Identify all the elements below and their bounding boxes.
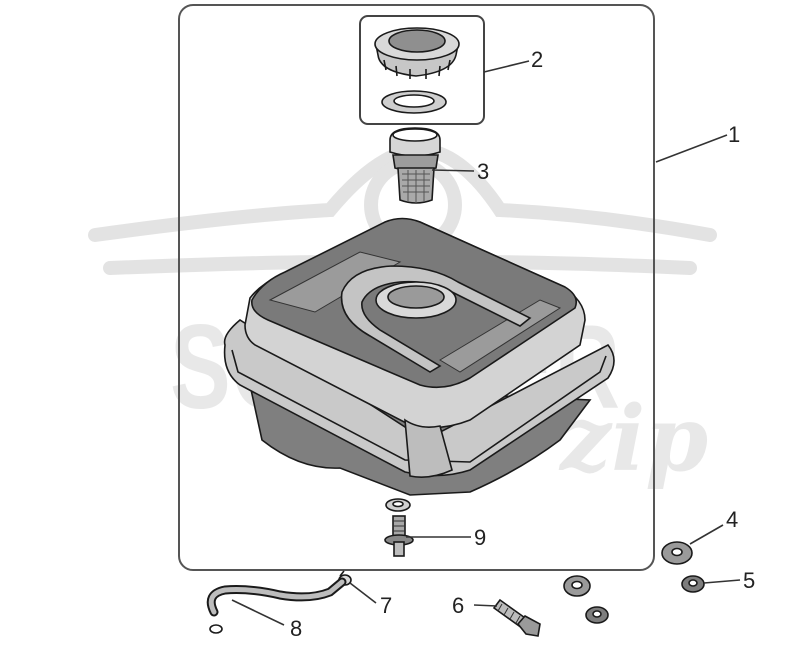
callout-5: 5 [743,568,755,593]
leader-lines [231,60,741,626]
callout-3: 3 [477,159,489,184]
callout-9: 9 [474,525,486,550]
callout-8: 8 [290,616,302,641]
leader-7 [349,582,377,604]
fuel-cap [374,27,460,79]
callout-4: 4 [726,507,738,532]
washer [661,541,693,565]
leader-5 [703,579,741,584]
leader-1 [655,134,728,163]
fuel-cock [384,515,414,557]
fuel-tank [223,217,615,496]
nut [681,575,705,593]
callout-1: 1 [728,122,740,147]
cap-gasket [381,90,447,114]
leader-2 [483,60,530,73]
leader-6 [473,604,498,607]
fuel-hose [206,577,347,634]
washer-lower [563,575,591,597]
assembly-frame [178,4,655,571]
leader-4 [689,524,724,545]
bolt [492,598,541,637]
nut-lower [585,606,609,624]
fuel-strainer [389,127,441,204]
callouts: 1 2 3 4 5 6 7 8 9 [290,47,755,641]
callout-6: 6 [452,593,464,618]
cap-inset-frame [359,15,485,125]
leader-8 [231,599,285,626]
callout-2: 2 [531,47,543,72]
callout-7: 7 [380,593,392,618]
drain-washer [385,498,411,512]
leader-3 [431,169,475,172]
